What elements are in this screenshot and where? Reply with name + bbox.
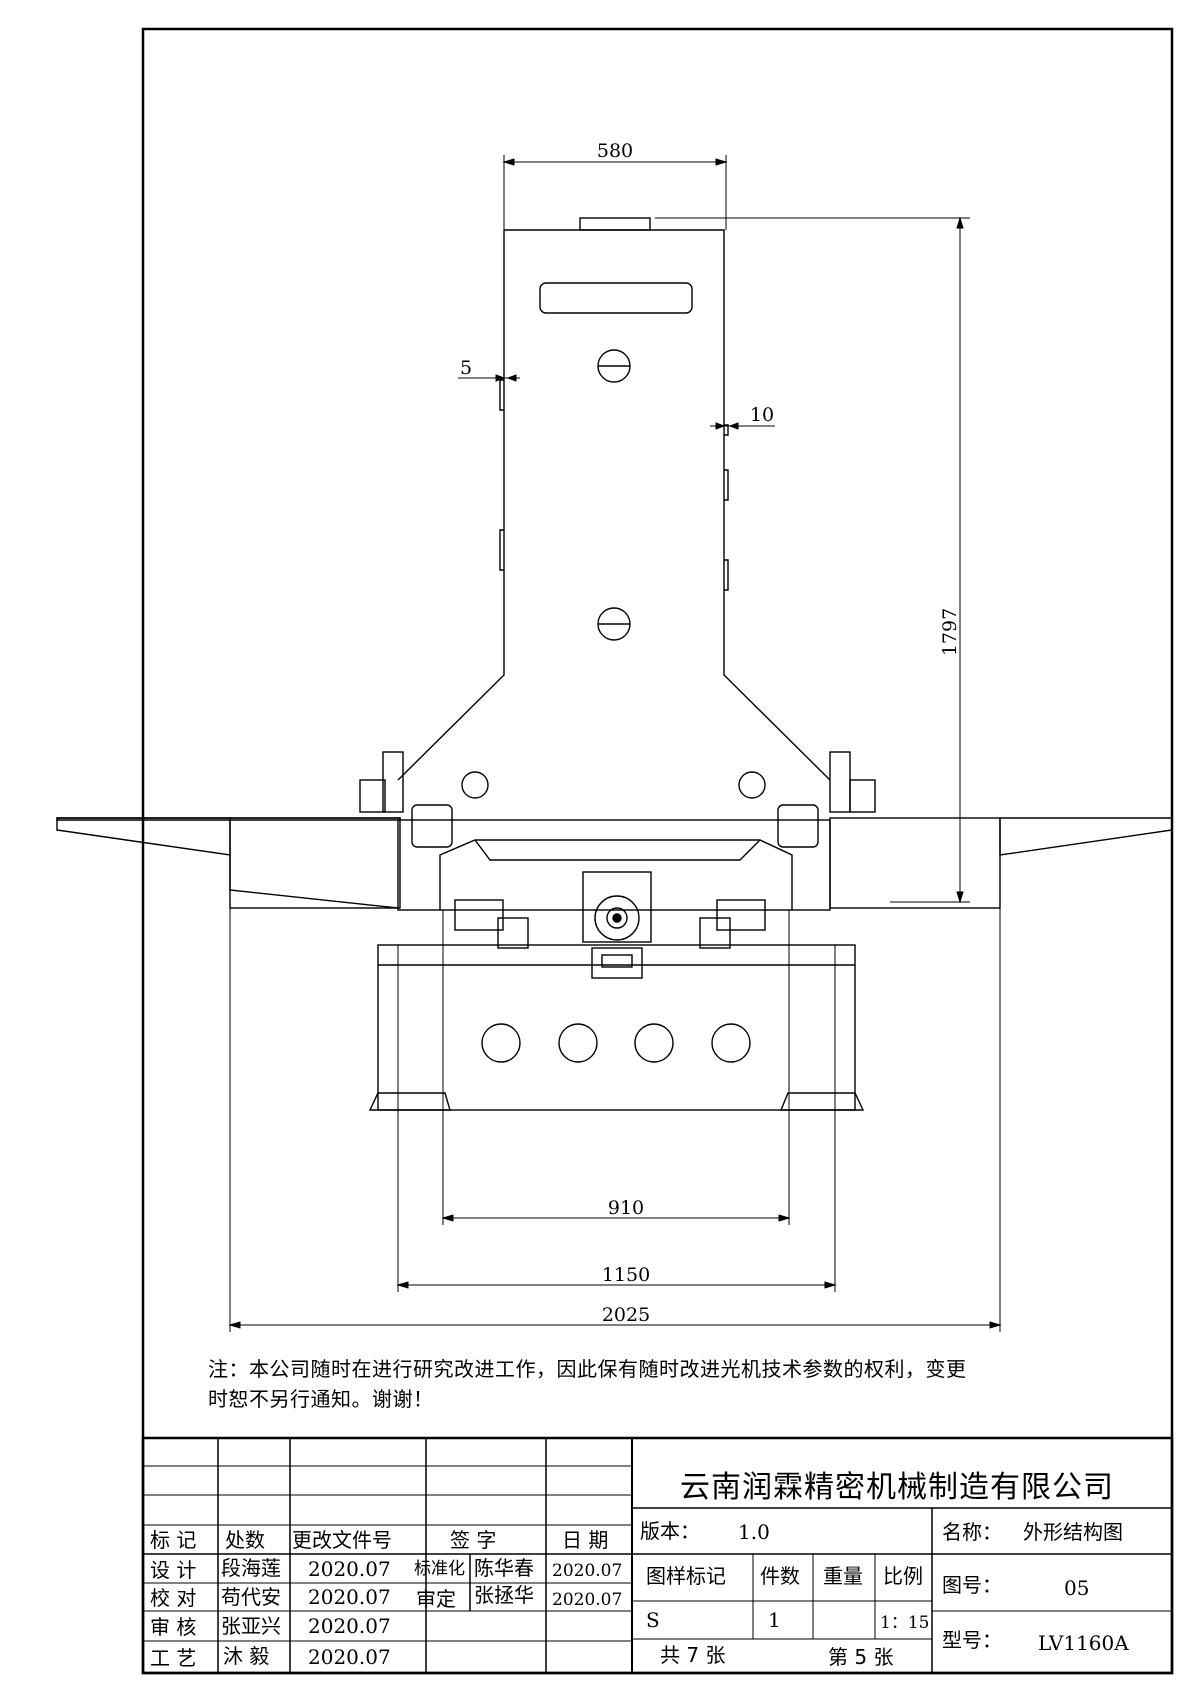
sheet-number: 第 5 张: [828, 1645, 894, 1669]
dimension-lines: [228, 155, 1002, 1332]
total-sheets: 共 7 张: [660, 1643, 726, 1667]
dim-2025: 2025: [602, 1304, 650, 1326]
approve-date: 2020.07: [552, 1590, 623, 1610]
drawing-frame: [141, 27, 1174, 1675]
sample-mark-value: S: [646, 1608, 660, 1632]
header-date: 日 期: [562, 1528, 609, 1552]
sample-mark-label: 图样标记: [646, 1564, 726, 1588]
qty-value: 1: [768, 1608, 781, 1632]
design-name: 段海莲: [221, 1556, 281, 1580]
review-date: 2020.07: [308, 1614, 391, 1638]
scale-label: 比例: [883, 1564, 923, 1588]
title-block-grid: [141, 1436, 1174, 1675]
version-label: 版本：: [640, 1519, 700, 1543]
process-label: 工 艺: [150, 1646, 197, 1670]
standard-label: 标准化: [414, 1559, 465, 1579]
review-name: 张亚兴: [221, 1614, 281, 1638]
drawing-no-value: 05: [1064, 1576, 1090, 1600]
header-signature: 签 字: [450, 1528, 497, 1552]
version-value: 1.0: [738, 1520, 770, 1544]
dimension-values: 580 5 10 1797 910 1150 2025: [460, 140, 961, 1326]
review-label: 审 核: [150, 1615, 197, 1639]
standard-name: 陈华春: [474, 1556, 534, 1580]
scale-value: 1：15: [880, 1613, 930, 1633]
header-mark: 标 记: [150, 1528, 197, 1552]
check-label: 校 对: [150, 1586, 197, 1610]
drawing-no-label: 图号：: [942, 1573, 1002, 1597]
approve-label: 审定: [416, 1587, 456, 1611]
dim-1797: 1797: [939, 608, 961, 656]
note-line-2: 时恕不另行通知。谢谢！: [208, 1387, 434, 1411]
header-change-doc: 更改文件号: [292, 1528, 392, 1552]
weight-label: 重量: [823, 1564, 863, 1588]
check-name: 苟代安: [221, 1585, 281, 1609]
process-name: 沐 毅: [223, 1644, 270, 1668]
approve-name: 张拯华: [474, 1583, 534, 1607]
name-value: 外形结构图: [1023, 1520, 1123, 1544]
process-date: 2020.07: [308, 1645, 391, 1669]
design-date: 2020.07: [308, 1557, 391, 1581]
dim-910: 910: [608, 1197, 644, 1219]
dim-10: 10: [750, 404, 774, 426]
model-value: LV1160A: [1038, 1631, 1129, 1655]
header-count: 处数: [225, 1528, 265, 1552]
dim-580: 580: [597, 140, 633, 162]
machine-outline: [56, 217, 1173, 1111]
dim-5: 5: [460, 357, 472, 379]
note-line-1: 注：本公司随时在进行研究改进工作，因此保有随时改进光机技术参数的权利，变更: [208, 1357, 967, 1381]
qty-label: 件数: [760, 1564, 800, 1588]
company-name: 云南润霖精密机械制造有限公司: [680, 1470, 1114, 1505]
model-label: 型号：: [942, 1628, 1002, 1652]
dim-1150: 1150: [602, 1264, 650, 1286]
disclaimer-note: 注：本公司随时在进行研究改进工作，因此保有随时改进光机技术参数的权利，变更 时恕…: [208, 1354, 1088, 1414]
check-date: 2020.07: [308, 1585, 391, 1609]
name-label: 名称：: [942, 1520, 1002, 1544]
standard-date: 2020.07: [552, 1561, 623, 1581]
design-label: 设 计: [150, 1558, 197, 1582]
